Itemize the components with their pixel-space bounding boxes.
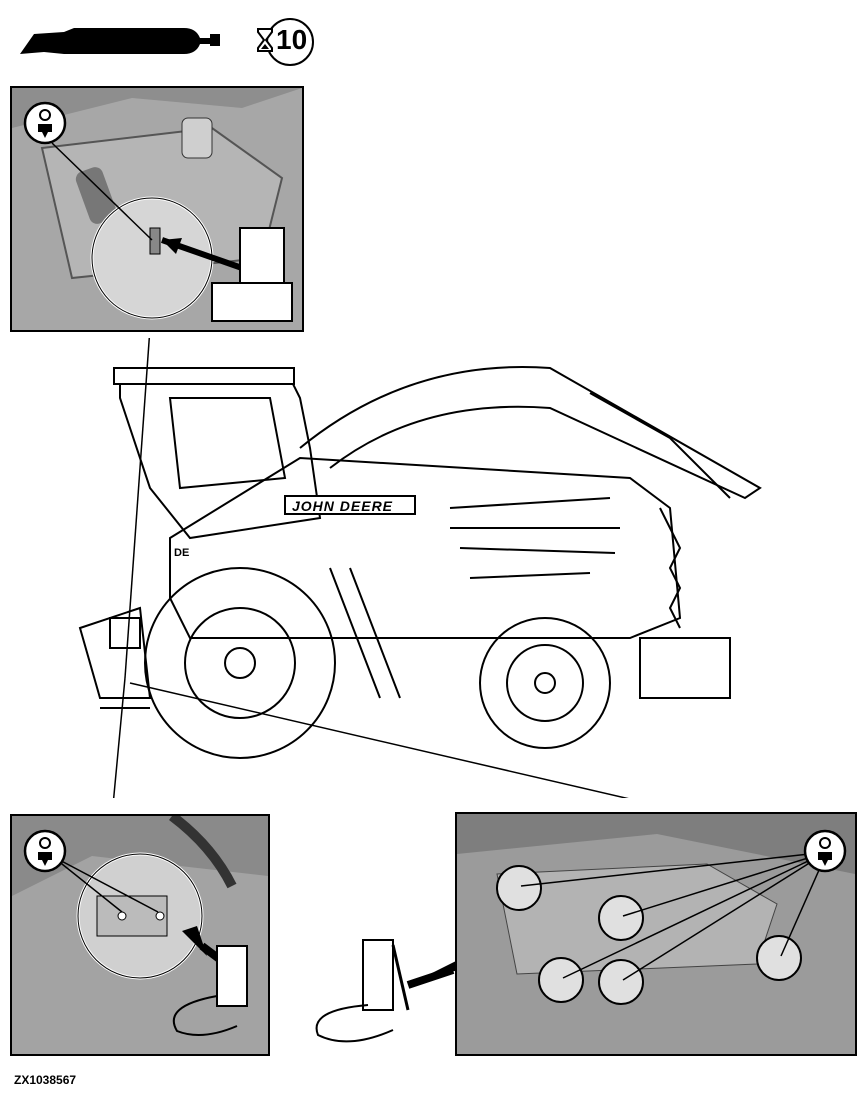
photo-panel-bottom-left	[10, 814, 270, 1056]
interval-hours: 10	[276, 24, 308, 55]
reference-code: ZX1038567	[14, 1073, 77, 1087]
photo-panel-top	[10, 86, 304, 332]
forage-harvester-drawing: JOHN DEERE DЕ	[78, 338, 762, 798]
grease-point-icon	[23, 829, 67, 873]
grease-gun-illustration	[315, 939, 458, 1043]
hourglass-icon	[257, 28, 273, 52]
grease-point-icon	[23, 101, 67, 145]
brand-label: JOHN DEERE	[292, 498, 393, 514]
grease-point-icon	[803, 829, 847, 873]
photo-panel-bottom-right	[455, 812, 857, 1056]
grease-gun-icon	[20, 28, 220, 54]
service-interval-badge: 10	[256, 20, 307, 60]
rear-panel-label: DЕ	[174, 547, 189, 559]
